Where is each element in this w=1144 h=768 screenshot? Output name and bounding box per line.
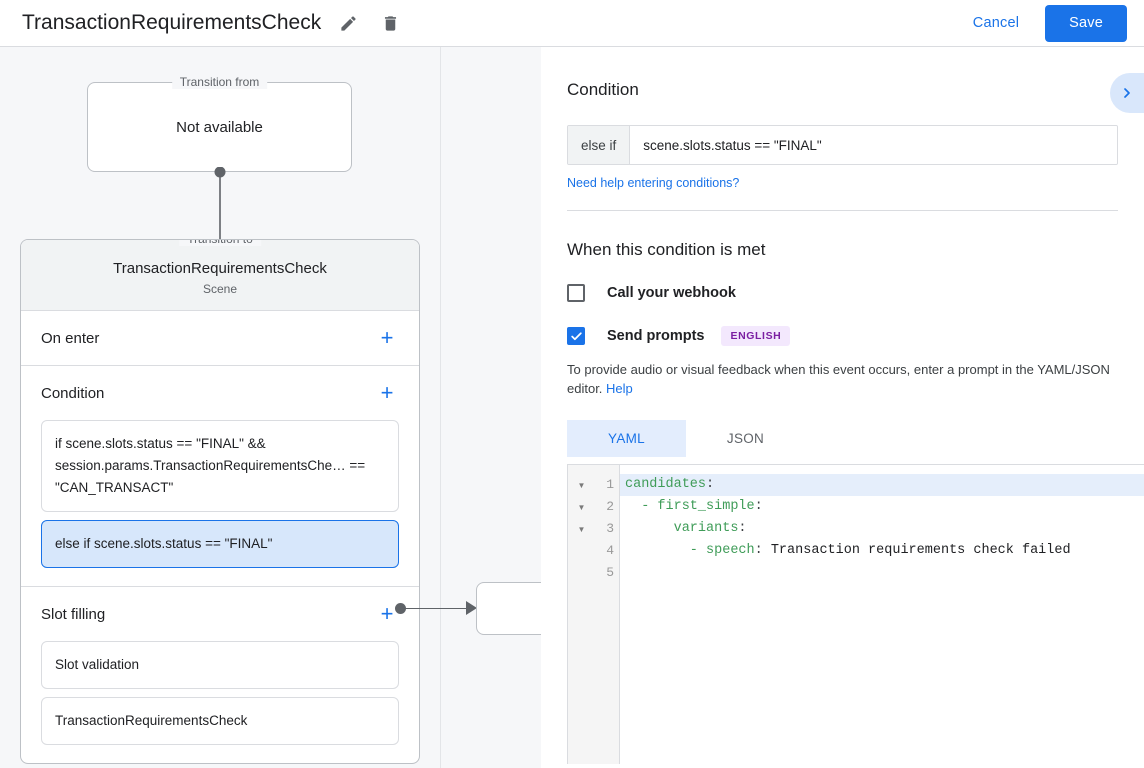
section-condition-body: if scene.slots.status == "FINAL" && sess…: [41, 420, 399, 586]
tab-yaml[interactable]: YAML: [567, 420, 686, 457]
add-condition-button[interactable]: +: [375, 381, 399, 405]
when-condition-met-heading: When this condition is met: [567, 211, 1118, 260]
scene-type: Scene: [33, 282, 407, 296]
section-condition-title: Condition: [41, 385, 104, 402]
line-number: 2: [595, 496, 614, 518]
language-badge: ENGLISH: [721, 326, 790, 346]
scene-name: TransactionRequirementsCheck: [33, 260, 407, 277]
condition-item-selected[interactable]: else if scene.slots.status == "FINAL": [41, 520, 399, 568]
code-token-key: variants: [625, 521, 738, 536]
code-token-key: - first_simple: [625, 499, 755, 514]
condition-heading: Condition: [567, 80, 639, 100]
line-number: 3: [595, 518, 614, 540]
call-webhook-label: Call your webhook: [607, 285, 736, 301]
section-condition: Condition + if scene.slots.status == "FI…: [21, 366, 419, 587]
section-on-enter-title: On enter: [41, 330, 99, 347]
editor-line-numbers: 12345: [595, 465, 620, 764]
prompt-help-link[interactable]: Help: [606, 381, 633, 396]
section-slot-filling-title: Slot filling: [41, 606, 105, 623]
code-line[interactable]: variants:: [620, 518, 1144, 540]
condition-expression-input[interactable]: [630, 126, 1117, 164]
flow-canvas[interactable]: Transition from Not available Transition…: [0, 47, 541, 768]
editor-code-area[interactable]: candidates: - first_simple: variants: - …: [620, 465, 1144, 764]
condition-input-row[interactable]: else if: [567, 125, 1118, 165]
fold-toggle-icon[interactable]: ▼: [568, 496, 595, 518]
fold-toggle-icon[interactable]: ▼: [568, 518, 595, 540]
condition-prefix-label: else if: [568, 126, 630, 164]
top-header: TransactionRequirementsCheck Cancel Save: [0, 0, 1144, 47]
editor-format-tabs: YAML JSON: [567, 420, 1118, 457]
transition-to-legend: Transition to: [179, 239, 261, 246]
condition-block: Condition else if Need help entering con…: [541, 47, 1144, 211]
when-condition-met-block: When this condition is met Call your web…: [541, 211, 1144, 457]
slot-filling-item[interactable]: Slot validation: [41, 641, 399, 689]
chevron-right-icon[interactable]: [1110, 73, 1144, 113]
section-on-enter-header: On enter +: [41, 311, 399, 365]
code-line[interactable]: [620, 562, 1144, 584]
webhook-row[interactable]: Call your webhook: [567, 284, 1118, 302]
fold-spacer: [568, 540, 595, 562]
code-token-key: candidates: [625, 477, 706, 492]
code-line[interactable]: candidates:: [620, 474, 1144, 496]
connector-line: [404, 608, 468, 610]
code-line[interactable]: - first_simple:: [620, 496, 1144, 518]
code-token-value: Transaction requirements check failed: [763, 543, 1071, 558]
line-number: 1: [595, 474, 614, 496]
send-prompts-label: Send prompts: [607, 328, 704, 344]
send-prompts-checkbox[interactable]: [567, 327, 585, 345]
editor-fold-gutter[interactable]: ▼▼▼: [568, 465, 595, 764]
code-token-punct: :: [755, 543, 763, 558]
save-button[interactable]: Save: [1045, 5, 1127, 42]
transition-from-value: Not available: [88, 83, 351, 171]
fold-spacer: [568, 562, 595, 584]
pencil-icon[interactable]: [333, 8, 363, 38]
line-number: 5: [595, 562, 614, 584]
code-token-punct: :: [706, 477, 714, 492]
section-on-enter: On enter +: [21, 311, 419, 366]
details-panel: Condition else if Need help entering con…: [541, 47, 1144, 768]
section-condition-header: Condition +: [41, 366, 399, 420]
condition-block-header: Condition: [567, 47, 1118, 100]
section-slot-filling-header: Slot filling +: [41, 587, 399, 641]
yaml-code-editor[interactable]: ▼▼▼ 12345 candidates: - first_simple: va…: [567, 464, 1144, 764]
condition-help-link[interactable]: Need help entering conditions?: [567, 176, 739, 190]
tab-json[interactable]: JSON: [686, 420, 805, 457]
canvas-guide-line: [440, 47, 441, 768]
code-token-key: - speech: [625, 543, 755, 558]
prompt-hint-body: To provide audio or visual feedback when…: [567, 362, 1110, 396]
section-slot-filling: Slot filling + Slot validation Transacti…: [21, 587, 419, 763]
fold-toggle-icon[interactable]: ▼: [568, 474, 595, 496]
cancel-button[interactable]: Cancel: [963, 7, 1029, 39]
send-prompts-row[interactable]: Send prompts ENGLISH: [567, 326, 1118, 346]
line-number: 4: [595, 540, 614, 562]
call-webhook-checkbox[interactable]: [567, 284, 585, 302]
target-node-card[interactable]: [476, 582, 541, 635]
scene-header[interactable]: TransactionRequirementsCheck Scene: [21, 240, 419, 311]
transition-from-legend: Transition from: [172, 75, 268, 89]
transition-to-card: Transition to TransactionRequirementsChe…: [20, 239, 420, 764]
slot-filling-item[interactable]: TransactionRequirementsCheck: [41, 697, 399, 745]
add-on-enter-button[interactable]: +: [375, 326, 399, 350]
transition-from-box: Transition from Not available: [87, 82, 352, 172]
prompt-hint-text: To provide audio or visual feedback when…: [567, 360, 1118, 398]
page-title: TransactionRequirementsCheck: [22, 11, 321, 35]
code-token-punct: :: [738, 521, 746, 536]
trash-icon[interactable]: [375, 8, 405, 38]
condition-item[interactable]: if scene.slots.status == "FINAL" && sess…: [41, 420, 399, 512]
section-slot-filling-body: Slot validation TransactionRequirementsC…: [41, 641, 399, 763]
code-line[interactable]: - speech: Transaction requirements check…: [620, 540, 1144, 562]
code-token-punct: :: [755, 499, 763, 514]
